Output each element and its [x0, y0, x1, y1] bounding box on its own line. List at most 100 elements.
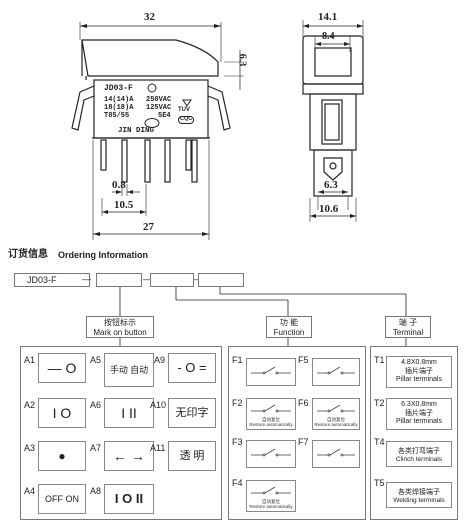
terminal-t1-cn: 插片端子 — [405, 368, 433, 375]
mark-id-a10: A10 — [150, 400, 167, 410]
terminal-t1-size: 4.8X0.8mm — [401, 359, 437, 366]
dim-side-width: 14.1 — [318, 11, 338, 23]
group-function-en: Function — [273, 328, 305, 337]
function-f6-note-cn: 自动复位 — [327, 417, 345, 422]
mark-a4[interactable]: OFF ON — [38, 484, 86, 514]
group-function-cn: 功 能 — [279, 318, 299, 327]
group-mark-cn: 按钮标示 — [104, 318, 136, 327]
switch-symbol-icon — [317, 366, 355, 375]
marking-cert-tuv: TUV — [178, 107, 190, 113]
terminal-t5-cn: 各类焊接端子 — [398, 489, 440, 496]
terminal-t1[interactable]: 4.8X0.8mm 插片端子 Pillar terminals — [386, 356, 452, 388]
function-f6[interactable]: 自动复位 Restore automatically — [312, 398, 360, 430]
mark-a3[interactable]: ● — [38, 441, 86, 471]
group-terminal-en: Terminal — [392, 328, 424, 337]
group-function-header: 功 能 Function — [266, 316, 312, 338]
terminal-id-t4: T4 — [374, 437, 385, 447]
mark-id-a9: A9 — [154, 355, 166, 365]
switch-symbol-icon — [251, 486, 291, 495]
ordering-code-prefix: JD03-F — [14, 273, 90, 287]
mark-id-a8: A8 — [90, 486, 102, 496]
terminal-t5-en: Welding terminals — [393, 497, 445, 504]
function-f7[interactable] — [312, 440, 360, 468]
mark-id-a6: A6 — [90, 400, 102, 410]
mark-a10[interactable]: 无印字 — [168, 398, 216, 428]
function-id-f5: F5 — [298, 355, 309, 365]
mark-a9[interactable]: - O = — [168, 353, 216, 383]
mark-a11[interactable]: 透 明 — [168, 441, 216, 471]
group-terminal-header: 端 子 Terminal — [385, 316, 431, 338]
marking-rating-3b: 5E4 — [158, 112, 171, 120]
dim-side-terminal: 6.3 — [324, 179, 338, 191]
mark-a5[interactable]: 手动 自动 — [104, 353, 154, 387]
dim-pin-thickness: 0.8 — [112, 179, 126, 191]
dim-pin-pitch: 10.5 — [114, 199, 134, 211]
mark-id-a1: A1 — [24, 355, 36, 365]
terminal-t4-cn: 各类打弯端子 — [398, 448, 440, 455]
mark-a2[interactable]: I O — [38, 398, 86, 428]
terminal-t4[interactable]: 各类打弯端子 Clinch terminals — [386, 441, 452, 467]
terminal-id-t2: T2 — [374, 398, 385, 408]
terminal-t2-size: 6.3X0.8mm — [401, 401, 437, 408]
ordering-slot-terminal[interactable] — [198, 273, 244, 287]
marking-model: JD03-F — [104, 84, 133, 93]
terminal-id-t5: T5 — [374, 478, 385, 488]
mark-id-a3: A3 — [24, 443, 36, 453]
group-terminal-cn: 端 子 — [398, 318, 418, 327]
marking-cert-cqc: CQC — [178, 116, 195, 124]
marking-rating-3a: T85/55 — [104, 112, 130, 120]
mark-id-a2: A2 — [24, 400, 36, 410]
dim-rocker-height: 6.3 — [236, 53, 248, 67]
terminal-t2[interactable]: 6.3X0.8mm 插片端子 Pillar terminals — [386, 398, 452, 430]
function-f2[interactable]: 自动复位 Restore automatically — [246, 398, 296, 430]
terminal-t5[interactable]: 各类焊接端子 Welding terminals — [386, 482, 452, 508]
function-id-f1: F1 — [232, 355, 243, 365]
function-id-f7: F7 — [298, 437, 309, 447]
function-f2-note-cn: 自动复位 — [262, 417, 280, 422]
function-f4[interactable]: 自动复位 Restore automatically — [246, 480, 296, 512]
ordering-slot-function[interactable] — [150, 273, 194, 287]
switch-symbol-icon — [251, 404, 291, 413]
ordering-separator-1: — — [82, 274, 91, 284]
function-f5[interactable] — [312, 358, 360, 386]
mark-id-a5: A5 — [90, 355, 102, 365]
mark-a1[interactable]: — O — [38, 353, 86, 383]
mark-id-a7: A7 — [90, 443, 102, 453]
dim-side-rocker: 8.4 — [322, 31, 335, 42]
mark-a6[interactable]: I II — [104, 398, 154, 428]
function-id-f2: F2 — [232, 398, 243, 408]
function-id-f4: F4 — [232, 478, 243, 488]
function-id-f3: F3 — [232, 437, 243, 447]
function-id-f6: F6 — [298, 398, 309, 408]
marking-rating-2a: 18(18)A — [104, 104, 134, 112]
group-mark-en: Mark on button — [93, 328, 147, 337]
marking-rating-2b: 125VAC — [146, 104, 172, 112]
terminal-t2-cn: 插片端子 — [405, 410, 433, 417]
dim-side-base: 10.6 — [319, 203, 339, 215]
function-f1[interactable] — [246, 358, 296, 386]
function-f4-note-cn: 自动复位 — [262, 499, 280, 504]
ordering-separator-2: — — [143, 274, 152, 284]
switch-symbol-icon — [317, 404, 355, 413]
dim-width: 32 — [144, 11, 155, 23]
terminal-id-t1: T1 — [374, 355, 385, 365]
ordering-title-cn: 订货信息 — [8, 249, 48, 260]
marking-brand: JIN DING — [118, 127, 155, 135]
terminal-t2-en: Pillar terminals — [396, 418, 442, 425]
function-f3[interactable] — [246, 440, 296, 468]
ordering-slot-mark[interactable] — [96, 273, 142, 287]
mark-a8[interactable]: I O II — [104, 484, 154, 514]
mark-id-a11: A11 — [150, 443, 166, 453]
mark-id-a4: A4 — [24, 486, 36, 496]
function-f6-note-en: Restore automatically — [314, 422, 358, 427]
switch-symbol-icon — [317, 448, 355, 457]
function-f2-note-en: Restore automatically — [249, 422, 293, 427]
terminal-t4-en: Clinch terminals — [395, 456, 443, 463]
marking-rating-1b: 250VAC — [146, 96, 172, 104]
switch-symbol-icon — [251, 366, 291, 375]
mark-a7[interactable]: ← → — [104, 441, 154, 471]
marking-rating-1a: 14(14)A — [104, 96, 134, 104]
dim-depth: 27 — [143, 221, 154, 233]
ordering-title-en: Ordering Information — [58, 250, 148, 260]
